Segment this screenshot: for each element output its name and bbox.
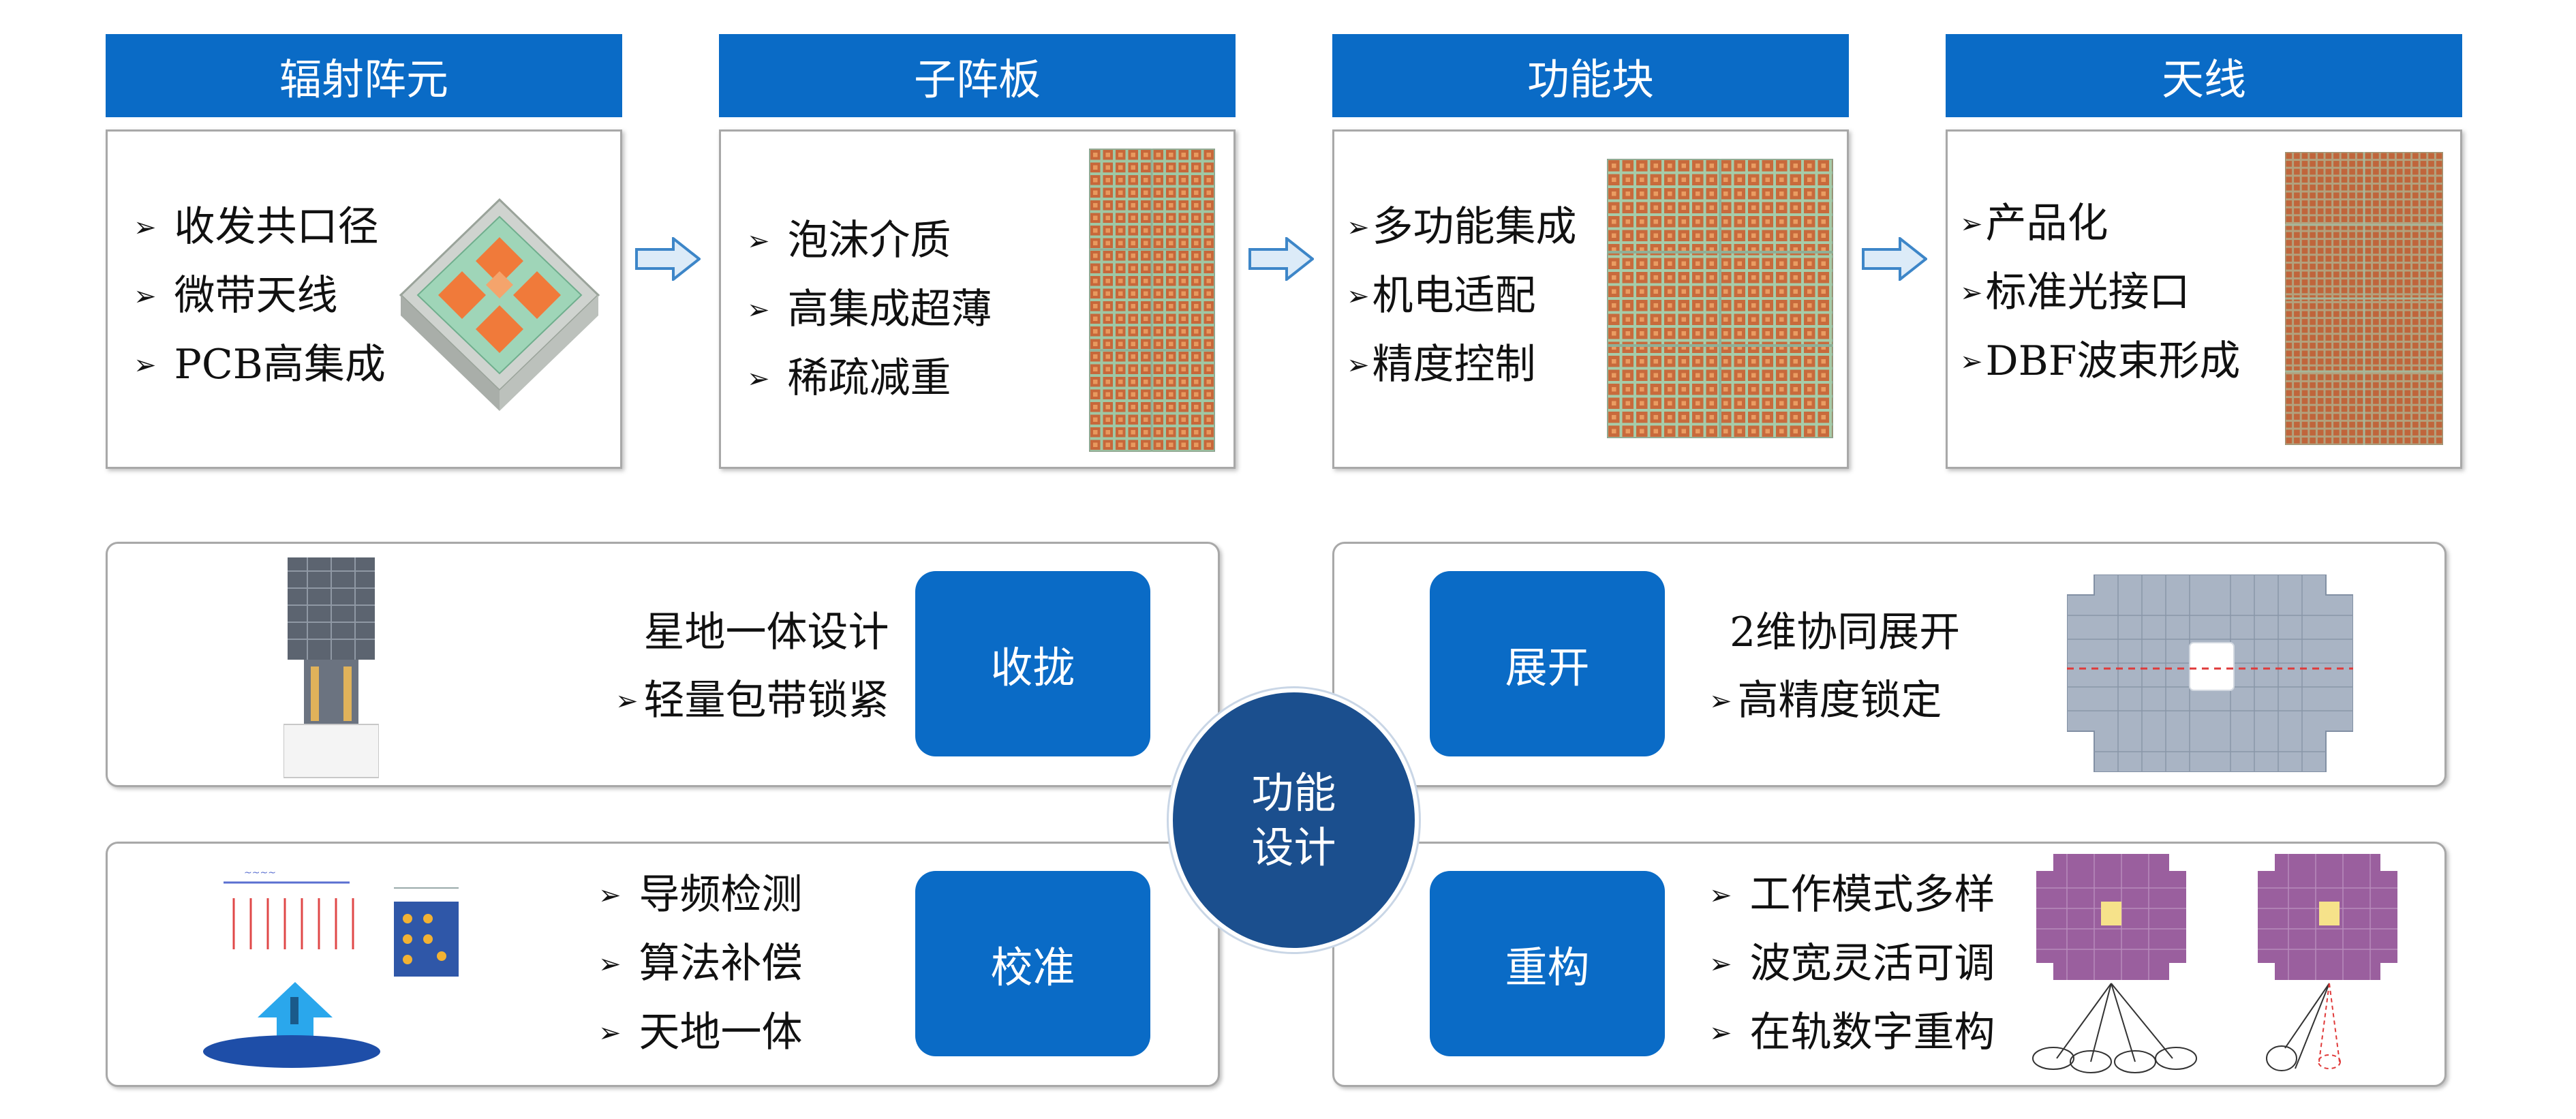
panel-bullet-line: 导频检测 — [598, 861, 803, 930]
bullet-item: 稀疏减重 — [747, 344, 992, 413]
reconfigure-function-button[interactable]: 重构 — [1430, 871, 1665, 1056]
bullet-item: 产品化 — [1960, 189, 2240, 258]
panel-reconfigure: 重构 工作模式多样 波宽灵活可调 在轨数字重构 — [1332, 842, 2447, 1087]
panel-stow: 星地一体设计 轻量包带锁紧 收拢 — [106, 542, 1220, 787]
stage-bullet-list: 泡沫介质 高集成超薄 稀疏减重 — [747, 206, 992, 413]
beam-reconfiguration-image — [2032, 854, 2397, 1073]
stowed-antenna-image — [283, 557, 379, 778]
stage-radiating-element: 辐射阵元 收发共口径 微带天线 PCB高集成 — [106, 34, 622, 469]
panel-reconfigure-text: 工作模式多样 波宽灵活可调 在轨数字重构 — [1709, 861, 1995, 1067]
subarray-board-image — [1089, 149, 1215, 452]
stage-title: 天线 — [1946, 34, 2462, 123]
calibration-diagram-image: ~~~~ — [203, 868, 459, 1068]
bullet-item: 收发共口径 — [134, 193, 386, 262]
panel-calibrate: ~~~~ 导频检测 算法补偿 天地一体 校准 — [106, 842, 1220, 1087]
patch-element-image — [399, 198, 600, 411]
panel-bullet-line: 工作模式多样 — [1709, 861, 1995, 930]
panel-deploy-text: 2维协同展开 高精度锁定 — [1709, 598, 1960, 735]
bullet-item: 泡沫介质 — [747, 206, 992, 275]
bullet-item: 多功能集成 — [1347, 193, 1577, 262]
svg-text:~~~~: ~~~~ — [244, 868, 276, 878]
stage-subarray-board: 子阵板 泡沫介质 高集成超薄 稀疏减重 — [719, 34, 1236, 469]
stage-antenna: 天线 产品化 标准光接口 DBF波束形成 — [1946, 34, 2462, 469]
stage-content-box: 多功能集成 机电适配 精度控制 — [1332, 129, 1849, 469]
hub-label-line1: 功能 — [1251, 767, 1336, 818]
deployed-antenna-image — [2067, 574, 2353, 772]
stage-content-box: 产品化 标准光接口 DBF波束形成 — [1946, 129, 2462, 469]
function-design-hub: 功能 设计 — [1169, 688, 1419, 952]
antenna-array-image — [2285, 152, 2443, 445]
stow-function-button[interactable]: 收拢 — [915, 571, 1150, 756]
flow-arrow-icon — [1862, 237, 1927, 281]
stage-bullet-list: 收发共口径 微带天线 PCB高集成 — [134, 193, 386, 399]
bullet-item: 标准光接口 — [1960, 258, 2240, 327]
stage-function-block: 功能块 多功能集成 机电适配 精度控制 — [1332, 34, 1849, 469]
calibrate-function-button[interactable]: 校准 — [915, 871, 1150, 1056]
hub-label-line2: 设计 — [1251, 822, 1336, 872]
panel-calibrate-text: 导频检测 算法补偿 天地一体 — [598, 861, 803, 1067]
panel-bullet-line: 算法补偿 — [598, 930, 803, 998]
panel-bullet-line: 在轨数字重构 — [1709, 998, 1995, 1067]
panel-bullet-line: 天地一体 — [598, 998, 803, 1067]
flow-arrow-icon — [635, 237, 701, 281]
bullet-item: 机电适配 — [1347, 262, 1577, 331]
panel-bullet-line: 轻量包带锁紧 — [615, 666, 889, 735]
stage-title: 功能块 — [1332, 34, 1849, 123]
function-block-image — [1607, 159, 1833, 438]
bullet-item: DBF波束形成 — [1960, 327, 2241, 396]
bullet-item: 精度控制 — [1347, 331, 1577, 399]
bullet-item: PCB高集成 — [134, 331, 386, 399]
panel-line: 星地一体设计 — [643, 609, 889, 656]
flow-arrow-icon — [1248, 237, 1314, 281]
stage-bullet-list: 产品化 标准光接口 DBF波束形成 — [1960, 189, 2241, 396]
bullet-item: 微带天线 — [134, 262, 386, 331]
stage-bullet-list: 多功能集成 机电适配 精度控制 — [1347, 193, 1577, 399]
panel-bullet-line: 波宽灵活可调 — [1709, 930, 1995, 998]
panel-line: 2维协同展开 — [1730, 609, 1961, 656]
stage-title: 子阵板 — [719, 34, 1236, 123]
stage-content-box: 泡沫介质 高集成超薄 稀疏减重 — [719, 129, 1236, 469]
bullet-item: 高集成超薄 — [747, 275, 992, 344]
stage-title: 辐射阵元 — [106, 34, 622, 123]
deploy-function-button[interactable]: 展开 — [1430, 571, 1665, 756]
panel-stow-text: 星地一体设计 轻量包带锁紧 — [615, 598, 889, 735]
panel-deploy: 展开 2维协同展开 高精度锁定 — [1332, 542, 2447, 787]
panel-bullet-line: 高精度锁定 — [1709, 666, 1960, 735]
stage-content-box: 收发共口径 微带天线 PCB高集成 — [106, 129, 622, 469]
